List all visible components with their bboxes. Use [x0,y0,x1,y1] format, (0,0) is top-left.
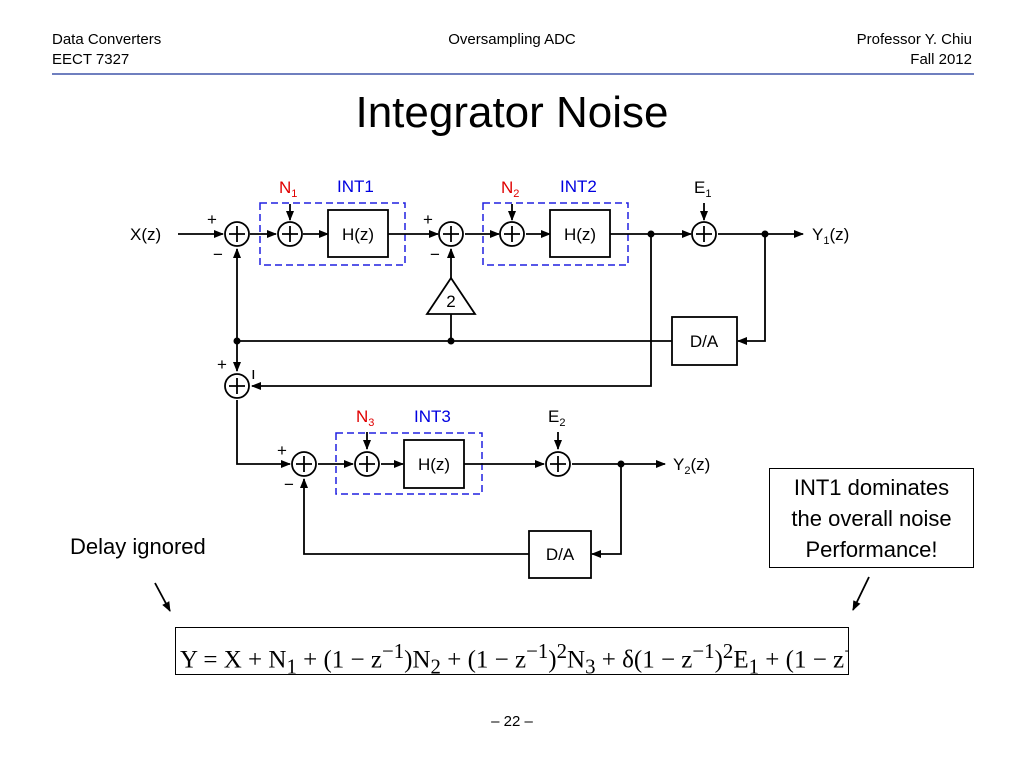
gain-label: 2 [446,292,455,311]
output1-label: Y1(z) [812,225,849,247]
junction-dot [647,230,655,238]
eq-sub: 1 [748,654,760,675]
summer-7 [291,451,317,477]
summer-8 [354,451,380,477]
plus-sign: + [207,210,217,229]
note-line-3: Performance! [805,537,938,562]
summer-1 [224,221,250,247]
wire-y2-to-dac2 [591,464,622,558]
input-label: X(z) [130,225,161,244]
plus-sign: + [277,441,287,460]
course-code: EECT 7327 [52,51,130,68]
gain-block [425,276,477,315]
wire-h2out-to-s6 [251,234,652,390]
summer-6 [224,373,250,399]
error1-label: E1 [694,178,711,200]
noise3-label: N3 [356,407,374,429]
junction-dot [233,337,241,345]
summer-9 [545,451,571,477]
noise-note-box: INT1 dominates the overall noise Perform… [769,468,974,568]
minus-sign: − [430,245,440,264]
junction-dot [447,337,455,345]
int2-label: INT2 [560,177,597,196]
eq-text: N [567,646,586,674]
junction-dot [761,230,769,238]
noise1-label: N1 [279,178,297,200]
eq-exp: −1 [381,639,405,663]
plus-sign: + [217,355,227,374]
eq-exp: −1 [526,639,549,663]
eq-sub: 2 [430,654,441,675]
eq-text: + δ(1 − z [595,646,693,674]
h2-label: H(z) [564,225,596,244]
summer-2 [277,221,303,247]
dac1-label: D/A [690,332,719,351]
eq-text: + (1 − z [296,646,382,674]
error2-label: E2 [548,407,565,429]
output-equation: Y = X + N1 + (1 − z−1)N2 + (1 − z−1)2N3 … [175,627,849,675]
eq-text: + (1 − z [440,646,527,674]
h2-block [549,209,611,258]
h3-block [403,439,465,489]
header-left: Data Converters EECT 7327 [52,30,161,70]
int1-label: INT1 [337,177,374,196]
minus-sign: ı [251,364,256,383]
page-number: – 22 – [491,713,533,730]
minus-sign: − [213,245,223,264]
pointer-note [852,576,870,611]
h3-label: H(z) [418,455,450,474]
term: Fall 2012 [910,51,972,68]
header-topic: Oversampling ADC [448,31,576,48]
junction-dot [617,460,625,468]
plus-sign: + [423,210,433,229]
pointer-delay [154,582,171,612]
eq-text: )N [404,646,431,674]
eq-text: + (1 − z [759,646,845,674]
header-divider [52,73,974,75]
eq-sub: 1 [286,654,297,675]
eq-sub: 3 [585,654,596,675]
eq-text: ) [548,646,557,674]
eq-exp: 2 [556,639,568,663]
eq-text: Y = X + N [180,646,287,674]
wire-s6-to-s7 [236,400,291,468]
note-line-1: INT1 dominates [793,475,950,500]
header-right: Professor Y. Chiu Fall 2012 [857,30,972,70]
h1-label: H(z) [342,225,374,244]
wire-y1-to-dac1 [737,234,766,345]
dac2-label: D/A [546,545,575,564]
minus-sign: − [284,475,294,494]
eq-text: ) [714,646,723,674]
summer-5 [691,221,717,247]
note-line-2: the overall noise [791,506,952,531]
int3-label: INT3 [414,407,451,426]
eq-exp: −1 [692,639,715,663]
eq-exp: −1 [844,639,848,663]
delay-note: Delay ignored [70,534,206,559]
noise2-label: N2 [501,178,519,200]
course-name: Data Converters [52,31,162,48]
wire-dac2-to-s7 [300,478,529,555]
dac1-block [671,316,738,366]
summer-4 [499,221,525,247]
eq-text: E [733,646,749,674]
eq-exp: 2 [722,639,734,663]
dac2-block [528,530,592,579]
slide-title: Integrator Noise [355,88,669,137]
output2-label: Y2(z) [673,455,710,477]
h1-block [327,209,389,258]
summer-3 [438,221,464,247]
instructor-name: Professor Y. Chiu [856,31,972,48]
